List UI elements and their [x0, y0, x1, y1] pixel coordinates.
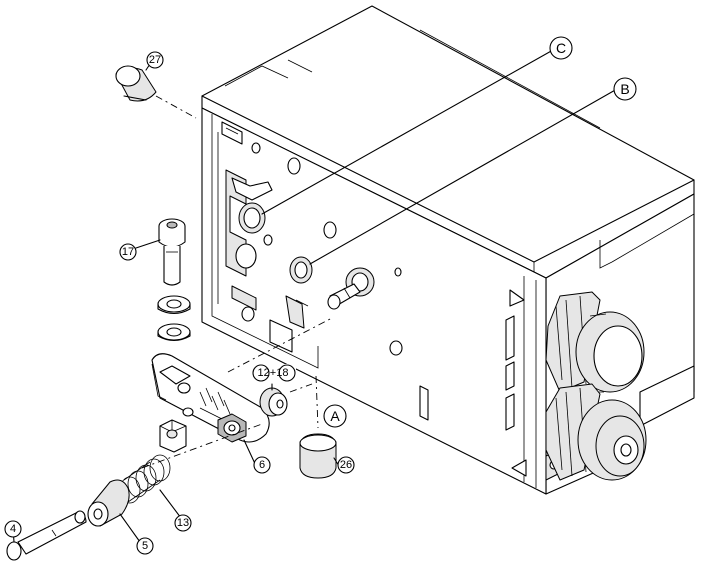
callout-27: 27 [147, 52, 163, 68]
svg-text:4: 4 [10, 523, 16, 535]
callout-26: 26 [338, 457, 354, 473]
svg-text:26: 26 [340, 459, 352, 471]
svg-text:C: C [556, 40, 566, 56]
svg-text:13: 13 [177, 517, 189, 529]
cap-part-26 [300, 434, 336, 478]
flat-washer [158, 324, 190, 341]
svg-text:B: B [620, 81, 629, 97]
screw-part-17 [159, 219, 185, 285]
nut-block [160, 420, 186, 452]
callout-12-18: 12+18 [250, 364, 296, 382]
cap-part-27 [116, 66, 156, 101]
svg-text:A: A [330, 408, 340, 424]
roller-part-12-18 [260, 388, 287, 416]
callout-13: 13 [175, 515, 191, 531]
callout-4: 4 [5, 521, 21, 537]
callout-5: 5 [137, 538, 153, 554]
callout-17: 17 [120, 244, 136, 260]
callout-C: C [550, 37, 572, 59]
svg-text:12+18: 12+18 [258, 367, 289, 379]
lock-washer [158, 296, 190, 314]
svg-text:17: 17 [122, 246, 134, 258]
pin-part-4 [7, 511, 86, 560]
callout-6: 6 [254, 457, 270, 473]
callout-A: A [324, 405, 346, 427]
svg-text:27: 27 [149, 54, 161, 66]
svg-text:5: 5 [142, 540, 148, 552]
callout-B: B [614, 78, 636, 100]
svg-text:6: 6 [259, 459, 265, 471]
